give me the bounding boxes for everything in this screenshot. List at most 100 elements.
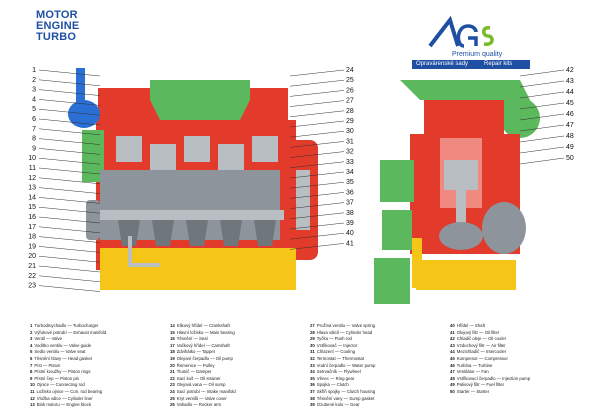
callout-21: 21	[28, 263, 36, 270]
legend-number: 23	[170, 382, 175, 388]
oil-sump	[100, 248, 296, 290]
callout-23: 23	[28, 283, 36, 290]
callout-31: 31	[346, 138, 354, 145]
title-line-3: TURBO	[36, 31, 77, 43]
callout-line-2	[38, 79, 101, 87]
callout-15: 15	[28, 204, 36, 211]
legend-number: 45	[450, 356, 455, 361]
callout-line-8	[38, 138, 101, 145]
legend-label: Vstřikovací čerpadlo — Injection pump	[456, 375, 531, 381]
turbine-right	[482, 202, 526, 254]
callout-22: 22	[28, 273, 36, 280]
legend-label: Chlazení — Cooling	[316, 349, 355, 355]
callout-line-43	[519, 80, 565, 88]
starter	[374, 258, 410, 304]
logo-bar: Opravárenské sady Repair kits	[412, 60, 530, 69]
counterweight-1	[118, 220, 140, 246]
injection-pump	[380, 160, 414, 202]
callout-line-50	[519, 157, 565, 165]
callout-line-18	[38, 236, 101, 243]
legend-number: 27	[310, 323, 315, 328]
legend-label: Tlumič — Damper	[176, 369, 212, 375]
callout-7: 7	[32, 126, 36, 133]
legend-number: 8	[30, 369, 33, 375]
callout-line-44	[519, 91, 565, 99]
legend-number: 1	[30, 323, 33, 328]
callout-4: 4	[32, 96, 36, 103]
turbocharger	[68, 100, 100, 128]
callout-5: 5	[32, 106, 36, 113]
callout-line-1	[38, 69, 101, 77]
legend-number: 16	[170, 336, 175, 342]
callout-13: 13	[28, 185, 36, 192]
legend-label: Setrvačník — Flywheel	[316, 369, 361, 375]
callout-29: 29	[346, 118, 354, 125]
legend-number: 7	[30, 362, 33, 368]
callout-44: 44	[566, 89, 574, 96]
callout-line-38	[289, 212, 345, 220]
callout-line-16	[38, 216, 101, 224]
callout-33: 33	[346, 159, 354, 166]
callout-line-20	[38, 255, 101, 263]
callout-30: 30	[346, 128, 354, 135]
legend-number: 43	[450, 342, 455, 348]
logo-bar-left: Opravárenské sady	[416, 61, 469, 67]
oil-sump-right	[416, 260, 516, 290]
callout-line-5	[38, 108, 101, 116]
callout-line-32	[289, 151, 345, 158]
piston-2	[150, 144, 176, 170]
legend-number: 34	[310, 369, 315, 375]
callout-line-30	[289, 130, 345, 138]
piston-5	[252, 136, 278, 162]
callout-8: 8	[32, 136, 36, 143]
piston-4	[218, 144, 244, 170]
legend-label: Zdvihátko — Tappet	[176, 349, 215, 355]
callout-10: 10	[28, 155, 36, 162]
callout-32: 32	[346, 149, 354, 156]
callout-18: 18	[28, 234, 36, 241]
cylinder-head-right	[424, 100, 504, 134]
legend-number: 10	[30, 382, 35, 388]
longitudinal-section	[68, 68, 318, 290]
callout-12: 12	[28, 175, 36, 182]
legend-label: Kompresor — Compressor	[456, 356, 508, 361]
legend-number: 13	[30, 402, 35, 408]
legend-number: 2	[30, 329, 33, 335]
callout-line-31	[289, 141, 345, 148]
legend-number: 12	[30, 395, 35, 401]
callout-line-41	[289, 243, 345, 250]
legend-label: Olejové čerpadlo — Oil pump	[176, 356, 233, 361]
callout-45: 45	[566, 100, 574, 107]
legend-number: 20	[170, 362, 175, 368]
callout-line-11	[38, 167, 101, 175]
callout-line-14	[38, 197, 101, 204]
callout-11: 11	[29, 165, 36, 172]
legend-number: 47	[450, 369, 455, 375]
legend-label: Hlava válců — Cylinder head	[316, 329, 373, 335]
callout-line-23	[38, 285, 101, 292]
crankshaft	[100, 210, 284, 220]
transverse-section	[374, 80, 540, 304]
counterweight-4	[220, 220, 242, 246]
legend-number: 29	[310, 336, 315, 342]
callout-46: 46	[566, 111, 574, 118]
